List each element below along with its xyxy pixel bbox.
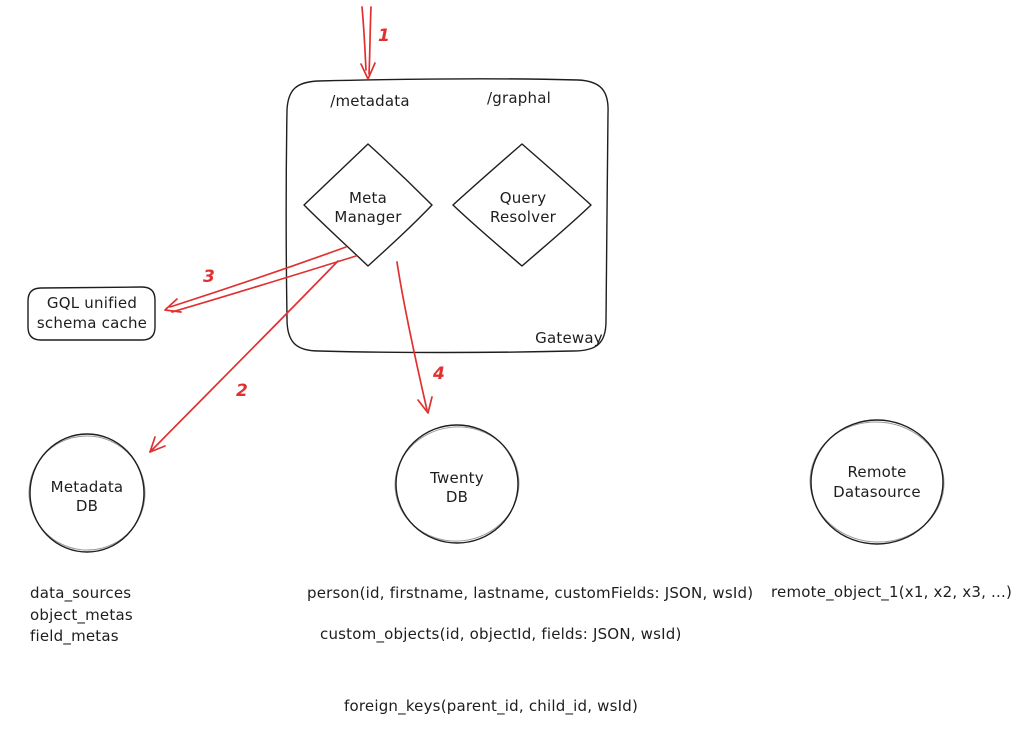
gateway-route-graphql-label: /graphal	[487, 89, 551, 107]
schema-cache-label-line2: schema cache	[36, 314, 148, 332]
meta-manager-label-line2: Manager	[334, 208, 402, 226]
metadata-db-table-field-metas: field_metas	[30, 627, 119, 645]
query-resolver-label-line1: Query	[499, 189, 547, 207]
arrow-1-label: 1	[378, 26, 391, 46]
gateway-route-metadata-label: /metadata	[330, 92, 410, 110]
schema-cache-box	[27, 286, 156, 341]
metadata-db-circle	[28, 433, 146, 553]
arrow-3-label: 3	[203, 267, 216, 287]
schema-cache-label-line1: GQL unified	[46, 294, 138, 312]
remote-datasource-circle	[809, 419, 945, 545]
arrow-1	[360, 6, 376, 80]
remote-datasource-label-line1: Remote	[847, 463, 907, 481]
metadata-db-label-line1: Metadata	[50, 478, 124, 496]
query-resolver-diamond	[452, 143, 592, 267]
custom-objects-table-schema: custom_objects(id, objectId, fields: JSO…	[320, 625, 682, 643]
twenty-db-label-line1: Twenty	[430, 469, 484, 487]
metadata-db-label-line2: DB	[75, 497, 99, 515]
twenty-db-circle	[394, 424, 520, 544]
arrow-4-label: 4	[433, 364, 446, 384]
remote-datasource-label-line2: Datasource	[833, 483, 921, 501]
remote-object-schema: remote_object_1(x1, x2, x3, ...)	[771, 583, 1013, 601]
metadata-db-table-object-metas: object_metas	[30, 606, 133, 624]
arrow-4	[396, 261, 433, 414]
arrow-3	[164, 246, 357, 313]
gateway-label: Gateway	[535, 329, 603, 347]
metadata-db-table-data-sources: data_sources	[30, 584, 132, 602]
arrow-2	[149, 260, 339, 453]
foreign-keys-table-schema: foreign_keys(parent_id, child_id, wsId)	[344, 697, 639, 715]
meta-manager-label-line1: Meta	[348, 189, 388, 207]
gateway-box	[285, 78, 609, 354]
person-table-schema: person(id, firstname, lastname, customFi…	[307, 584, 754, 602]
arrow-2-label: 2	[236, 381, 249, 401]
query-resolver-label-line2: Resolver	[489, 208, 557, 226]
twenty-db-label-line2: DB	[445, 488, 469, 506]
meta-manager-diamond	[303, 143, 433, 267]
